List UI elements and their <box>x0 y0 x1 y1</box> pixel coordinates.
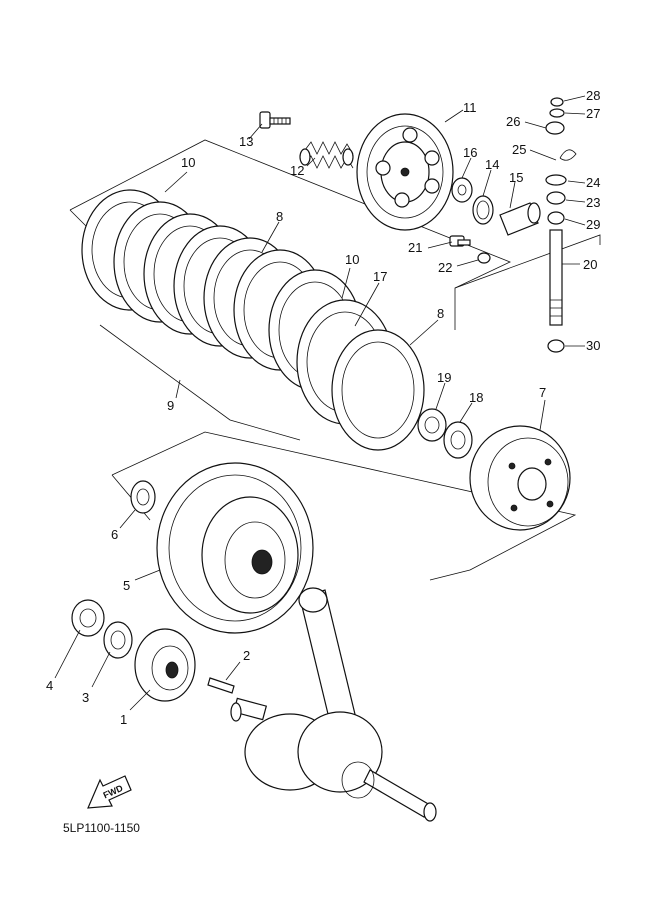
callout-15: 15 <box>509 170 523 185</box>
callout-18: 18 <box>469 390 483 405</box>
clutch-boss <box>469 425 571 531</box>
clutch-boss-nut-washer <box>417 408 473 459</box>
push-lever-shaft <box>545 97 577 353</box>
callout-29: 29 <box>586 217 600 232</box>
callout-3: 3 <box>82 690 89 705</box>
callout-7: 7 <box>539 385 546 400</box>
callout-19: 19 <box>437 370 451 385</box>
callout-10b: 10 <box>345 252 359 267</box>
callout-12: 12 <box>290 163 304 178</box>
callout-30: 30 <box>586 338 600 353</box>
callout-23: 23 <box>586 195 600 210</box>
callout-2: 2 <box>243 648 250 663</box>
callout-13: 13 <box>239 134 253 149</box>
clutch-plate-stack <box>81 189 425 451</box>
callout-22: 22 <box>438 260 452 275</box>
callout-27: 27 <box>586 106 600 121</box>
callout-9: 9 <box>167 398 174 413</box>
callout-10a: 10 <box>181 155 195 170</box>
callout-24: 24 <box>586 175 600 190</box>
callout-21: 21 <box>408 240 422 255</box>
leader-lines <box>54 95 586 711</box>
pushrod-bearing-washer <box>451 177 541 236</box>
callout-1: 1 <box>120 712 127 727</box>
callout-8a: 8 <box>276 209 283 224</box>
callout-26: 26 <box>506 114 520 129</box>
pressure-plate <box>356 113 454 231</box>
crankshaft <box>230 587 437 822</box>
bolt <box>259 111 291 129</box>
diagram-code: 5LP1100-1150 <box>63 821 140 835</box>
callout-labels: 1 2 3 4 5 6 7 8 8 9 10 10 11 12 13 14 15… <box>46 88 600 727</box>
callout-5: 5 <box>123 578 130 593</box>
callout-14: 14 <box>485 157 499 172</box>
callout-25: 25 <box>512 142 526 157</box>
callout-17: 17 <box>373 269 387 284</box>
fwd-arrow-icon <box>87 775 132 809</box>
primary-driven-gear <box>130 462 314 634</box>
callout-4: 4 <box>46 678 53 693</box>
callout-20: 20 <box>583 257 597 272</box>
callout-8b: 8 <box>437 306 444 321</box>
callout-28: 28 <box>586 88 600 103</box>
callout-11: 11 <box>463 100 477 115</box>
callout-6: 6 <box>111 527 118 542</box>
small-bolt-washer <box>449 235 491 264</box>
callout-16: 16 <box>463 145 477 160</box>
primary-drive-gear <box>71 599 235 702</box>
clutch-spring <box>299 141 354 169</box>
